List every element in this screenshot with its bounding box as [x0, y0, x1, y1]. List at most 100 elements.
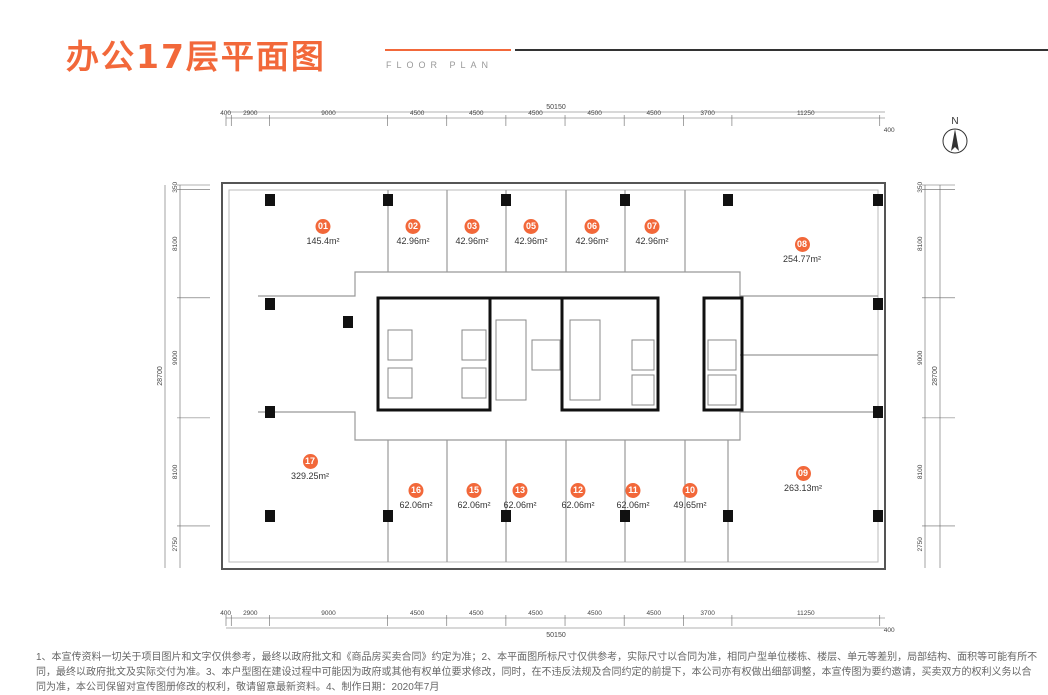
unit-09[interactable]: 09 263.13m²: [784, 463, 822, 493]
unit-area: 62.06m²: [399, 500, 433, 510]
unit-number-badge: 15: [466, 483, 482, 498]
column-dimension-label: 11250: [797, 110, 815, 117]
column-dimension-label: 4500: [410, 610, 425, 617]
column-dimension-label: 4500: [587, 610, 602, 617]
column: [873, 510, 883, 522]
unit-number-badge: 16: [408, 483, 424, 498]
column: [265, 510, 275, 522]
unit-area: 62.06m²: [616, 500, 650, 510]
unit-number-badge: 12: [570, 483, 586, 498]
column: [265, 298, 275, 310]
unit-area: 49.65m²: [673, 500, 707, 510]
row-dimension-label: 9000: [172, 350, 179, 365]
unit-05[interactable]: 05 42.96m²: [514, 216, 548, 246]
column-dimension-label: 3700: [700, 110, 715, 117]
unit-area: 42.96m²: [455, 236, 489, 246]
unit-07[interactable]: 07 42.96m²: [635, 216, 669, 246]
unit-15[interactable]: 15 62.06m²: [457, 480, 491, 510]
column: [501, 194, 511, 206]
column-dimension-label: 4500: [528, 110, 543, 117]
north-arrow: N: [940, 116, 970, 162]
column-dimension-label: 4500: [528, 610, 543, 617]
column: [620, 510, 630, 522]
total-height-label: 28700: [157, 366, 164, 386]
row-dimension-label: 2750: [917, 537, 924, 552]
column-dimension-label: 2900: [243, 610, 258, 617]
unit-number-badge: 05: [523, 219, 539, 234]
row-dimension-label: 350: [172, 182, 179, 193]
column: [501, 510, 511, 522]
row-dimension-label: 2750: [172, 537, 179, 552]
column-dimension-label: 2900: [243, 110, 258, 117]
column-dimension-label: 4500: [646, 610, 661, 617]
column-dimension-label: 4500: [587, 110, 602, 117]
unit-number-badge: 09: [795, 466, 811, 481]
row-dimension-label: 8100: [917, 464, 924, 479]
column-dimension-label: 4500: [469, 610, 484, 617]
unit-12[interactable]: 12 62.06m²: [561, 480, 595, 510]
column: [873, 406, 883, 418]
right-offset-label: 400: [884, 127, 895, 134]
unit-area: 263.13m²: [783, 483, 823, 493]
title-divider-line: [515, 49, 1048, 51]
unit-area: 254.77m²: [782, 254, 822, 264]
core-interior: [387, 319, 737, 406]
column-dimension-label: 4500: [410, 110, 425, 117]
column-dimension-label: 3700: [700, 610, 715, 617]
row-dimension-label: 8100: [172, 464, 179, 479]
unit-number-badge: 02: [405, 219, 421, 234]
page-title: 办公17层平面图: [66, 37, 326, 76]
unit-number-badge: 07: [644, 219, 660, 234]
unit-16[interactable]: 16 62.06m²: [399, 480, 433, 510]
column-dimension-label: 4500: [646, 110, 661, 117]
unit-area: 145.4m²: [306, 236, 340, 246]
unit-number-badge: 13: [512, 483, 528, 498]
unit-area: 42.96m²: [514, 236, 548, 246]
column: [723, 510, 733, 522]
corridor: [258, 190, 878, 562]
column: [343, 316, 353, 328]
column: [265, 194, 275, 206]
unit-number-badge: 17: [302, 454, 318, 469]
total-height-label: 28700: [932, 366, 939, 386]
unit-11[interactable]: 11 62.06m²: [616, 480, 650, 510]
column: [620, 194, 630, 206]
column-dimension-label: 400: [220, 110, 231, 117]
page-subtitle: FLOOR PLAN: [386, 60, 494, 70]
north-label: N: [951, 116, 959, 127]
building-outline: [221, 182, 886, 570]
column-dimension-label: 11250: [797, 610, 815, 617]
unit-area: 42.96m²: [635, 236, 669, 246]
column-dimension-label: 400: [220, 610, 231, 617]
unit-02[interactable]: 02 42.96m²: [396, 216, 430, 246]
unit-number-badge: 11: [625, 483, 641, 498]
title-accent-line: [385, 49, 511, 51]
column: [383, 510, 393, 522]
unit-area: 62.06m²: [561, 500, 595, 510]
total-width-label: 50150: [546, 104, 566, 111]
column: [383, 194, 393, 206]
column-dimension-label: 9000: [321, 610, 336, 617]
unit-06[interactable]: 06 42.96m²: [575, 216, 609, 246]
unit-number-badge: 06: [584, 219, 600, 234]
row-dimension-label: 8100: [172, 236, 179, 251]
core: [376, 296, 744, 412]
row-dimension-label: 8100: [917, 236, 924, 251]
compass-icon: [942, 128, 968, 154]
dimension-lines: 50150 400 2900 9000 4500 4500 4500 4500 4500 3700…: [157, 104, 955, 639]
unit-area: 62.06m²: [503, 500, 537, 510]
unit-13[interactable]: 13 62.06m²: [503, 480, 537, 510]
column: [265, 406, 275, 418]
unit-area: 42.96m²: [396, 236, 430, 246]
unit-area: 62.06m²: [457, 500, 491, 510]
column-dimension-label: 9000: [321, 110, 336, 117]
unit-area: 42.96m²: [575, 236, 609, 246]
column-dimension-label: 4500: [469, 110, 484, 117]
column: [873, 194, 883, 206]
